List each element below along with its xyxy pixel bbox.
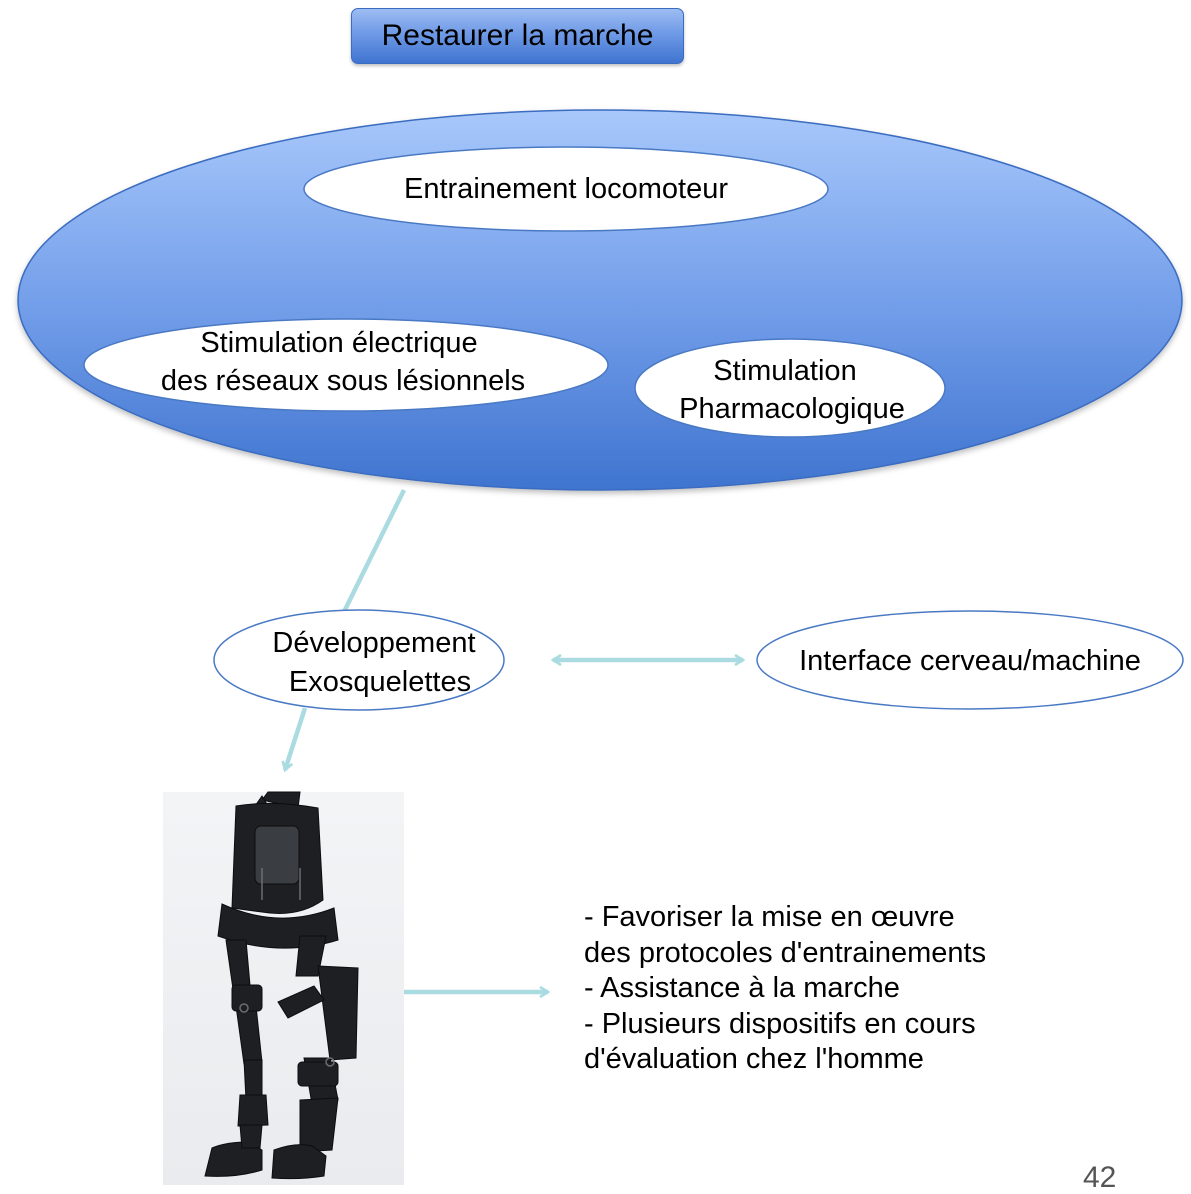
exoskeleton-development-node [213, 609, 505, 711]
electrical-stimulation-label: Stimulation électrique des réseaux sous … [161, 327, 525, 397]
locomotor-training-label: Entrainement locomoteur [404, 173, 728, 205]
ellipse-to-exo-connector [334, 489, 407, 627]
locomotor-training-node [303, 146, 829, 232]
pharmacological-stimulation-label: Stimulation Pharmacologique [679, 355, 905, 425]
brain-machine-interface-group: Interface cerveau/machine [756, 610, 1184, 710]
methods-group: Entrainement locomoteur Stimulation élec… [17, 109, 1183, 491]
pharmacological-stimulation-node [634, 338, 946, 438]
exoskeleton-development-group: Développement Exosquelettes [213, 609, 505, 711]
brain-machine-interface-node [756, 610, 1184, 710]
brain-machine-interface-label: Interface cerveau/machine [799, 645, 1141, 677]
exo-to-photo-arrow [285, 707, 308, 770]
point-line: - Assistance à la marche [584, 972, 900, 1004]
electrical-stimulation-node [83, 318, 609, 412]
title-label: Restaurer la marche [381, 19, 654, 52]
key-points: - Favoriser la mise en œuvre des protoco… [584, 900, 1054, 1078]
page-number: 42 [1083, 1161, 1117, 1194]
title-box: Restaurer la marche [351, 8, 684, 64]
exoskeleton-development-label: Développement Exosquelettes [272, 627, 483, 698]
point-line: - Favoriser la mise en œuvre [584, 901, 955, 933]
connectors [285, 489, 743, 992]
point-line: des protocoles d'entrainements [584, 936, 987, 969]
point-line: d'évaluation chez l'homme [584, 1043, 924, 1075]
exoskeleton-photo [163, 791, 404, 1185]
point-line: - Plusieurs dispositifs en cours [584, 1007, 976, 1040]
